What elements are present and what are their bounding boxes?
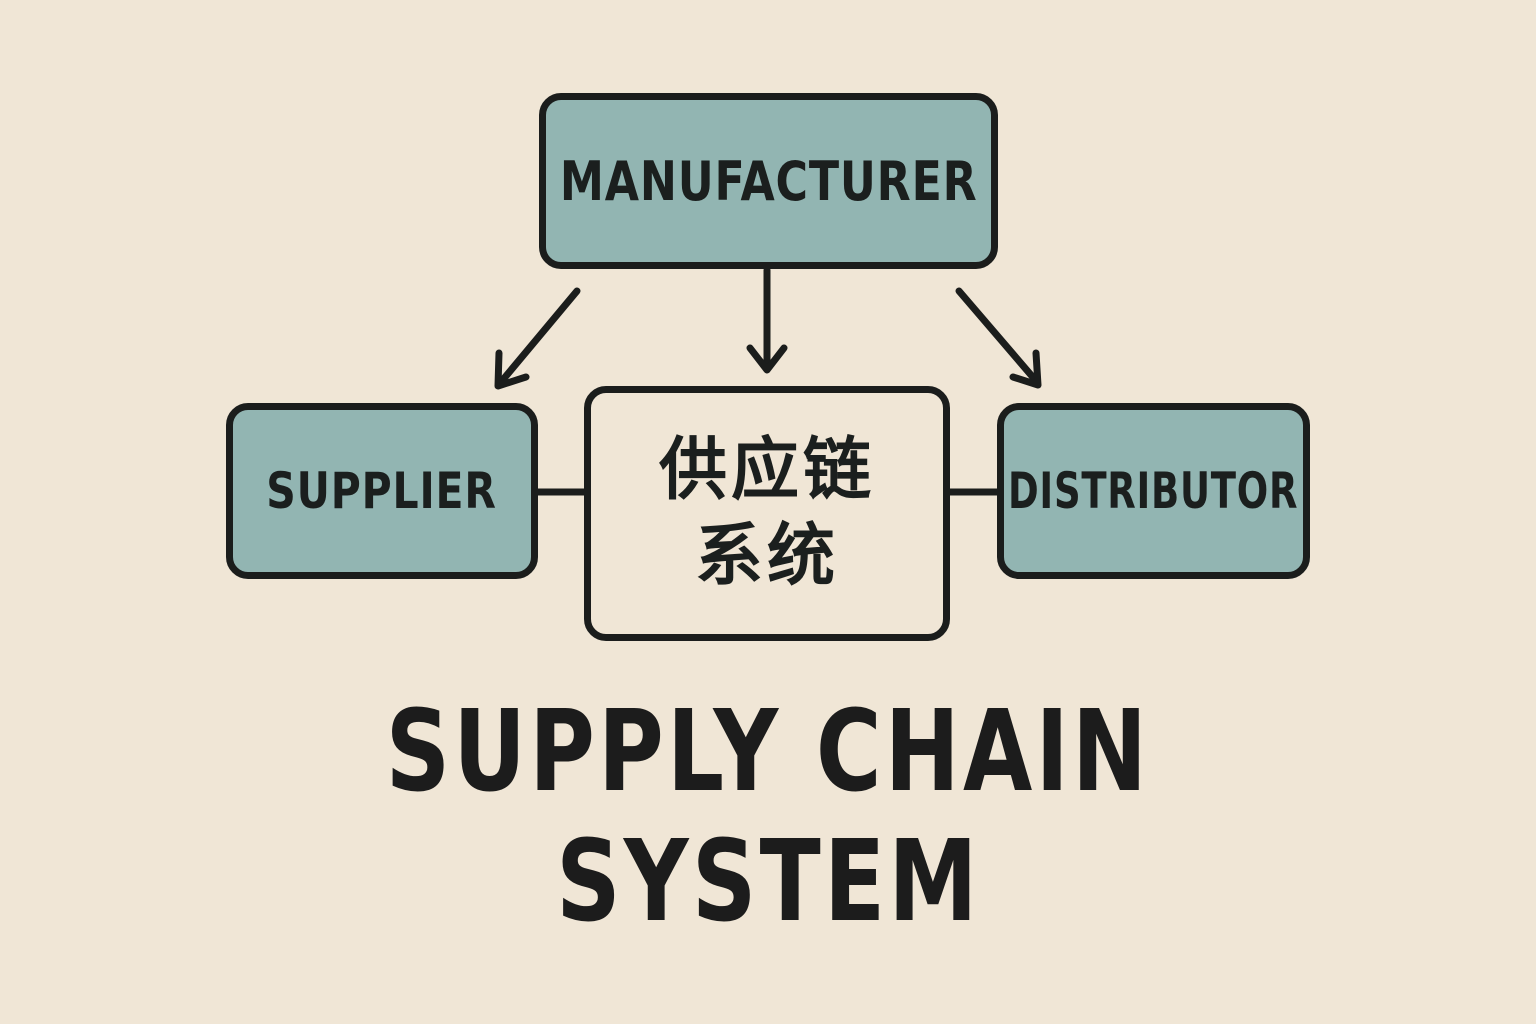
title-line-1: SUPPLY CHAIN xyxy=(0,692,1536,812)
arrow-manufacturer-to-distributor xyxy=(955,287,1042,389)
title-line-2-text: SYSTEM xyxy=(555,817,981,947)
manufacturer-node: MANUFACTURER xyxy=(539,93,998,269)
supplier-node: SUPPLIER xyxy=(226,403,538,579)
title-line-2: SYSTEM xyxy=(0,822,1536,942)
supplier-label: SUPPLIER xyxy=(266,462,498,520)
distributor-node: DISTRIBUTOR xyxy=(997,403,1310,579)
arrow-manufacturer-to-supplier xyxy=(494,287,581,390)
distributor-label: DISTRIBUTOR xyxy=(1008,462,1299,520)
supply-chain-system-label: 供应链 系统 xyxy=(658,430,875,596)
supply-chain-system-node: 供应链 系统 xyxy=(584,386,950,641)
manufacturer-label: MANUFACTURER xyxy=(559,149,978,213)
arrow-manufacturer-to-center xyxy=(746,266,788,374)
title-line-1-text: SUPPLY CHAIN xyxy=(385,687,1151,817)
